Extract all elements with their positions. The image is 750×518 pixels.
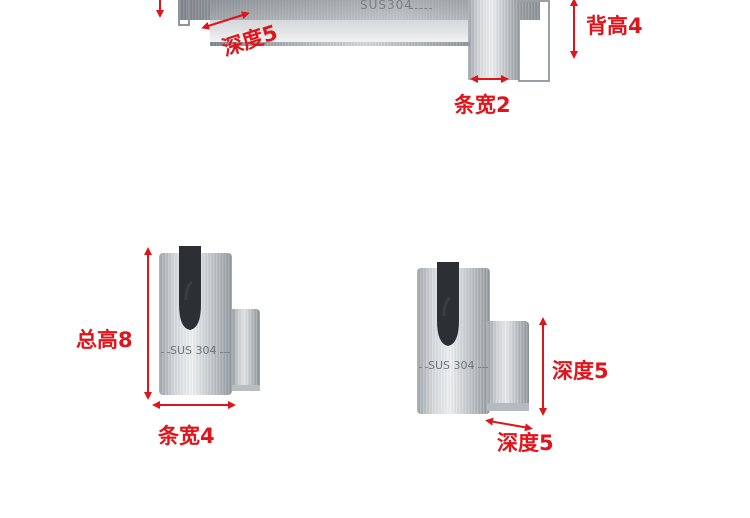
right-engraving-dash-right (478, 367, 488, 368)
right-depth-vertical-label: 深度5 (552, 359, 609, 383)
top-right-column (468, 0, 520, 80)
right-depth-bottom-label: 深度5 (497, 431, 554, 455)
right-engraving: SUS 304 (428, 359, 475, 372)
left-engraving-dash-right (220, 352, 230, 353)
red-arrow-icon (485, 417, 533, 432)
left-total-height-label: 总高8 (76, 328, 133, 352)
black-hook-icon (179, 246, 201, 330)
top-strip-width-label: 条宽2 (454, 93, 511, 117)
top-engraving-dash-right (410, 8, 432, 9)
top-right-frame (518, 0, 550, 82)
top-left-frame (178, 0, 190, 26)
top-inner-area (210, 0, 480, 45)
top-engraving: SUS304 (360, 0, 413, 12)
left-engraving-dash-left (161, 352, 170, 353)
right-bottom-ledge (487, 403, 529, 411)
black-hook-icon (437, 262, 459, 346)
left-engraving: SUS 304 (170, 344, 217, 357)
top-product: SUS304 (150, 0, 570, 90)
left-strip-width-label: 条宽4 (158, 424, 215, 448)
red-arrow-icon (201, 11, 250, 30)
top-back-height-label: 背高4 (586, 14, 643, 38)
right-side-plate (487, 321, 529, 411)
top-base-strip (210, 42, 470, 46)
right-engraving-dash-left (419, 367, 428, 368)
left-side-plate (232, 309, 260, 391)
left-bottom-ledge (232, 385, 260, 391)
